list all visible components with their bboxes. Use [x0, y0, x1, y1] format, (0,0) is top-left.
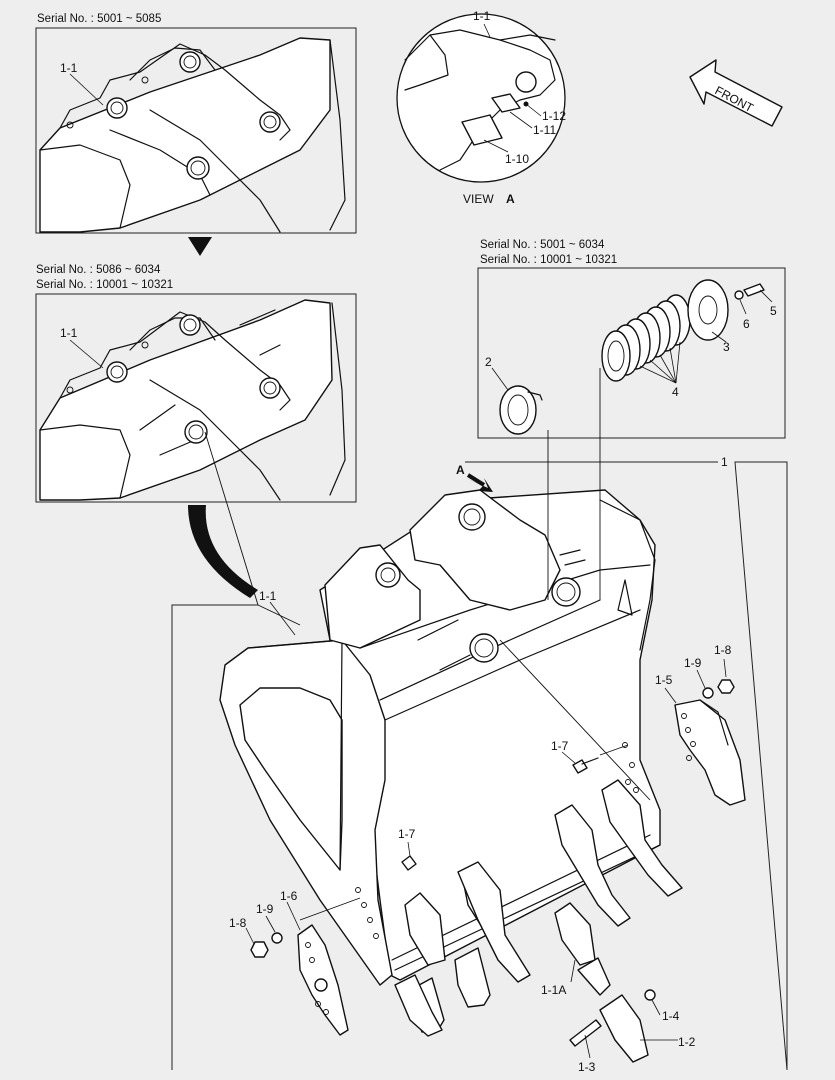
side-cutter-right: 1-5 1-9 1-8 1-7	[551, 643, 746, 806]
guide-lines	[204, 368, 651, 921]
lock-1-4	[644, 989, 656, 1001]
label-view-1-1: 1-1	[473, 9, 491, 23]
main-assembly-frame	[171, 461, 788, 1071]
serial-number-seal-2: Serial No. : 10001 ~ 10321	[480, 254, 617, 266]
label-seal-5: 5	[770, 304, 777, 318]
part-6-washer	[734, 290, 744, 300]
tooth-left-edge	[394, 974, 443, 1037]
view-a-arrow: A	[456, 463, 493, 492]
label-tooth-1-1a: 1-1A	[541, 983, 566, 997]
label-mid-1-1: 1-1	[60, 326, 78, 340]
front-arrow-icon	[689, 59, 783, 127]
front-direction: FRONT	[689, 59, 783, 127]
label-view-1-12: 1-12	[542, 109, 566, 123]
serial-number-top: Serial No. : 5001 ~ 5085	[37, 13, 161, 25]
view-label: VIEW	[463, 192, 494, 206]
label-left-1-9: 1-9	[256, 902, 274, 916]
label-right-1-9: 1-9	[684, 656, 702, 670]
part-2-cap	[499, 385, 543, 435]
down-arrow-icon	[188, 237, 212, 256]
view-a-circle	[396, 13, 566, 183]
pin-1-3	[569, 1019, 602, 1047]
part-5-bolt	[743, 283, 765, 297]
bucket-teeth: 1-1A 1-4 1-2 1-3	[394, 779, 696, 1074]
tooth-3	[457, 861, 531, 983]
label-left-1-6: 1-6	[280, 889, 298, 903]
panel-top-frame	[35, 27, 357, 234]
bucket-top-view-mid	[39, 299, 346, 501]
variant-panel-top: Serial No. : 5001 ~ 5085 1-1	[35, 13, 357, 234]
label-left-1-8: 1-8	[229, 916, 247, 930]
part-3-plate	[687, 279, 729, 341]
view-letter: A	[506, 192, 515, 206]
seal-kit-panel: Serial No. : 5001 ~ 6034 Serial No. : 10…	[477, 239, 786, 439]
panel-mid-frame	[35, 293, 357, 503]
arrow-a-letter: A	[456, 463, 465, 477]
label-seal-4: 4	[672, 385, 679, 399]
part-4-shims	[601, 294, 691, 382]
label-view-1-10: 1-10	[505, 152, 529, 166]
label-main-1: 1	[721, 455, 728, 469]
label-seal-6: 6	[743, 317, 750, 331]
label-tooth-1-2: 1-2	[678, 1035, 696, 1049]
side-cutter-left: 1-6 1-9 1-8 1-7	[229, 827, 417, 1036]
tooth-4	[554, 902, 611, 996]
label-top-1-1: 1-1	[60, 61, 78, 75]
label-right-1-5: 1-5	[655, 673, 673, 687]
bucket-main	[219, 489, 661, 986]
serial-number-mid-1: Serial No. : 5086 ~ 6034	[36, 264, 161, 276]
label-seal-3: 3	[723, 340, 730, 354]
label-tooth-1-4: 1-4	[662, 1009, 680, 1023]
curved-arrow-icon	[188, 505, 258, 598]
bucket-top-view-top	[39, 37, 346, 233]
label-right-1-8: 1-8	[714, 643, 732, 657]
label-left-1-7: 1-7	[398, 827, 416, 841]
label-tooth-1-3: 1-3	[578, 1060, 596, 1074]
variant-panel-mid: Serial No. : 5086 ~ 6034 Serial No. : 10…	[35, 264, 357, 503]
view-a-detail: 1-1 1-12 1-11 1-10 VIEW A	[396, 9, 566, 206]
label-view-1-11: 1-11	[533, 123, 556, 137]
arrow-a-icon	[466, 478, 493, 492]
tooth-6	[601, 779, 683, 897]
serial-number-seal-1: Serial No. : 5001 ~ 6034	[480, 239, 605, 251]
seal-panel-frame	[477, 267, 786, 439]
tooth-detached	[569, 989, 656, 1063]
serial-number-mid-2: Serial No. : 10001 ~ 10321	[36, 279, 173, 291]
label-seal-2: 2	[485, 355, 492, 369]
label-right-1-7: 1-7	[551, 739, 569, 753]
tooth-5	[554, 804, 631, 927]
label-main-1-1: 1-1	[259, 589, 277, 603]
